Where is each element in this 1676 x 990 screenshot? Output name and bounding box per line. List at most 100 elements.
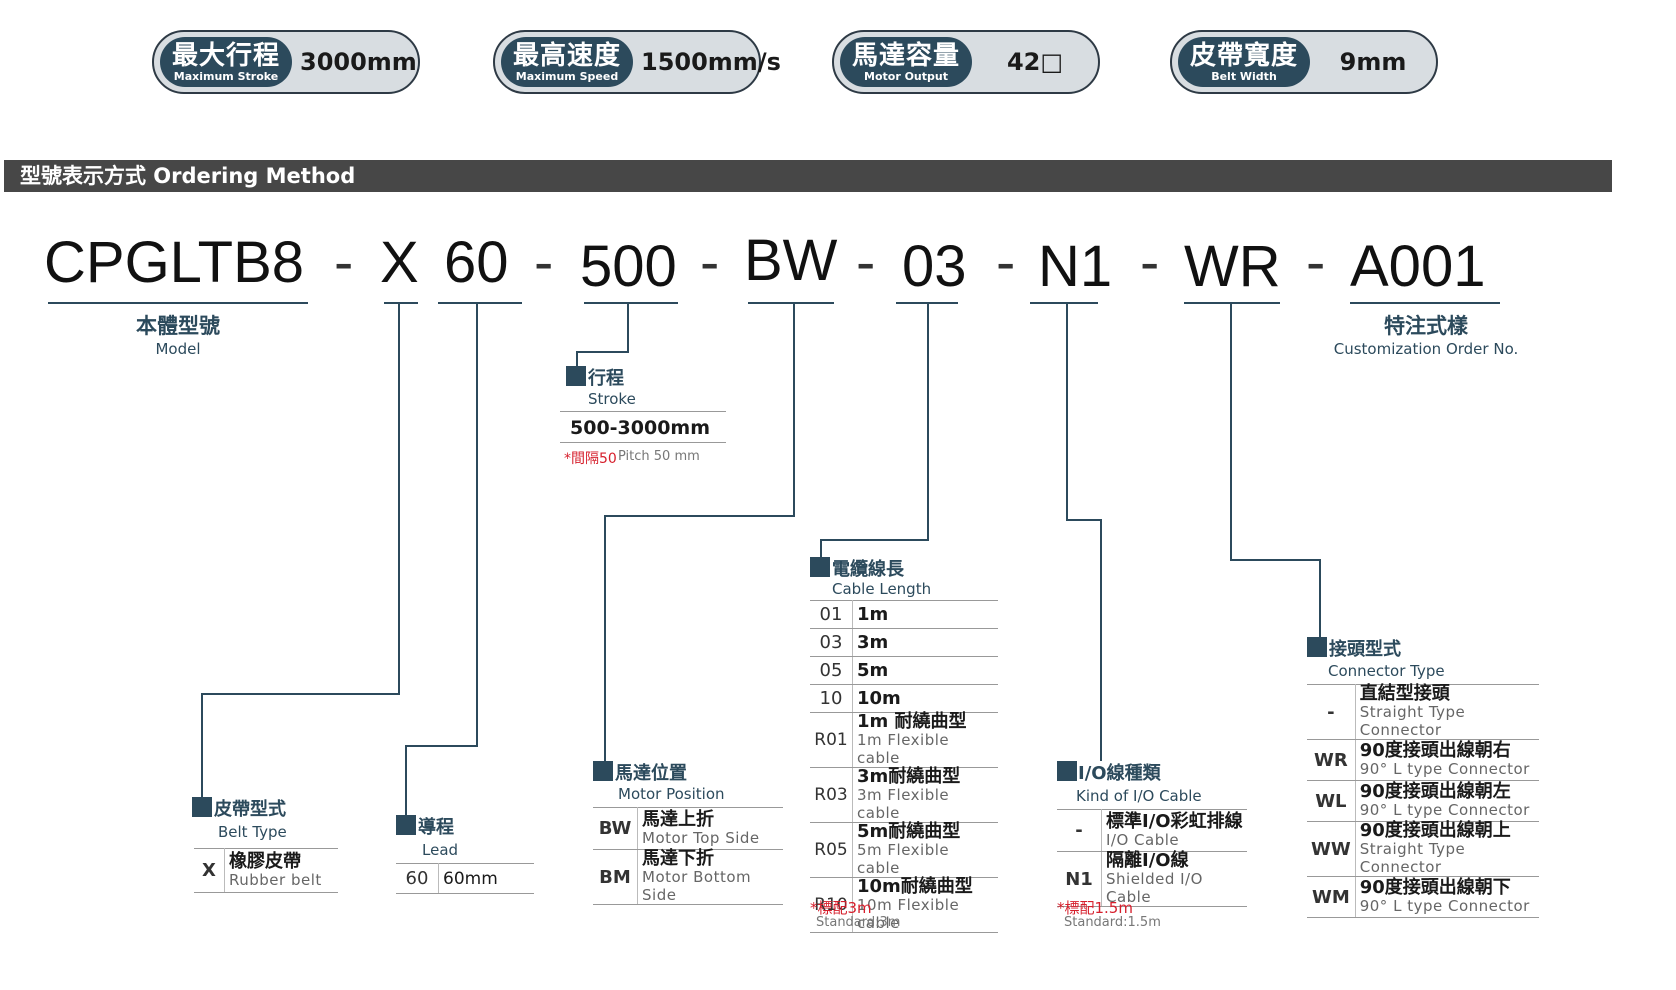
- belt-label-cn: 皮帶型式: [214, 799, 286, 820]
- cable-code: 03: [810, 628, 853, 657]
- code-separator: -: [334, 230, 354, 295]
- custom-label-en: Customization Order No.: [1333, 340, 1519, 358]
- io-marker: [1057, 761, 1077, 781]
- table-row: WL 90度接頭出線朝左 90° L type Connector: [1307, 780, 1539, 822]
- table-row: - 直結型接頭 Straight Type Connector: [1307, 683, 1539, 740]
- connector-desc: 直結型接頭 Straight Type Connector: [1355, 683, 1539, 740]
- cable-flex-en: 10m Flexible cable: [857, 896, 960, 932]
- cable-flex-desc: 10m耐繞曲型 10m Flexible cable: [852, 876, 998, 933]
- table-row: 01 1m: [810, 600, 998, 629]
- lead-value: 60mm: [438, 863, 534, 894]
- table-row: R05 5m耐繞曲型 5m Flexible cable: [810, 821, 998, 878]
- code-separator: -: [856, 230, 876, 295]
- cable-note-gray: Standard:3m: [816, 915, 901, 930]
- connector-line: [576, 351, 629, 353]
- connector-code: WL: [1307, 780, 1356, 822]
- spec-value: 1500mm/s: [641, 48, 781, 76]
- spec-label-en: Maximum Stroke: [173, 70, 279, 83]
- section-title-bar: 型號表示方式 Ordering Method: [4, 160, 1612, 192]
- belt-label-en: Belt Type: [218, 823, 287, 841]
- spec-pill-motor-output: 馬達容量 Motor Output 42□: [832, 30, 1100, 94]
- cable-label-en: Cable Length: [832, 580, 932, 598]
- cable-flex-desc: 1m 耐繞曲型 1m Flexible cable: [852, 712, 998, 768]
- code-separator: -: [996, 230, 1016, 295]
- connector-line: [604, 515, 606, 761]
- cable-flex-cn: 5m耐繞曲型: [857, 821, 961, 842]
- connector-desc-cn: 90度接頭出線朝左: [1359, 781, 1511, 802]
- connector-line: [793, 303, 795, 517]
- spec-label-cn: 皮帶寬度: [1189, 41, 1298, 71]
- connector-line: [201, 693, 400, 695]
- spec-value: 3000mm: [300, 48, 417, 76]
- connector-line: [405, 745, 407, 817]
- spec-badge: 皮帶寬度 Belt Width: [1178, 37, 1310, 87]
- connector-line: [1066, 303, 1068, 521]
- cable-flex-cn: 10m耐繞曲型: [857, 876, 973, 897]
- connector-line: [1230, 559, 1321, 561]
- spec-badge: 馬達容量 Motor Output: [840, 37, 972, 87]
- cable-code: 01: [810, 600, 853, 629]
- io-desc: 隔離I/O線 Shielded I/O Cable: [1101, 850, 1247, 907]
- io-label-en: Kind of I/O Cable: [1076, 787, 1202, 805]
- cable-length: 1m: [852, 600, 998, 629]
- cable-code: 10: [810, 684, 853, 713]
- spec-badge: 最高速度 Maximum Speed: [501, 37, 633, 87]
- connector-line: [576, 351, 578, 367]
- code-part-belt: X: [380, 230, 419, 295]
- cable-code: 05: [810, 656, 853, 685]
- motor-label-cn: 馬達位置: [615, 763, 687, 784]
- motor-desc-en: Motor Bottom Side: [642, 868, 752, 904]
- belt-table: X 橡膠皮帶 Rubber belt: [194, 848, 338, 893]
- lead-marker: [396, 815, 416, 835]
- spec-label-cn: 最大行程: [171, 41, 280, 71]
- spec-label-cn: 馬達容量: [851, 41, 960, 71]
- table-row: R03 3m耐繞曲型 3m Flexible cable: [810, 767, 998, 823]
- connector-code: -: [1307, 684, 1356, 740]
- model-label-en: Model: [155, 340, 201, 358]
- stroke-label-en: Stroke: [588, 390, 636, 408]
- connector-desc-cn: 直結型接頭: [1359, 683, 1450, 704]
- connector-desc-en: Straight Type Connector: [1359, 840, 1466, 876]
- spec-label-en: Belt Width: [1211, 70, 1277, 83]
- io-code: -: [1057, 809, 1102, 852]
- connector-line: [1066, 519, 1102, 521]
- stroke-note-gray: Pitch 50 mm: [618, 449, 700, 464]
- connector-desc-cn: 90度接頭出線朝下: [1359, 877, 1511, 898]
- stroke-value: 500-3000mm: [560, 411, 726, 443]
- stroke-label-cn: 行程: [588, 368, 624, 389]
- connector-line: [1100, 519, 1102, 761]
- belt-marker: [192, 797, 212, 817]
- cable-length: 5m: [852, 656, 998, 685]
- cable-length: 10m: [852, 684, 998, 713]
- spec-pill-max-speed: 最高速度 Maximum Speed 1500mm/s: [493, 30, 781, 94]
- motor-desc-cn: 馬達下折: [642, 848, 714, 869]
- cable-code: R05: [810, 822, 853, 878]
- table-row: X 橡膠皮帶 Rubber belt: [194, 848, 338, 893]
- cable-flex-en: 5m Flexible cable: [857, 841, 950, 877]
- connector-desc-en: Straight Type Connector: [1359, 703, 1466, 739]
- io-desc-cn: 標準I/O彩虹排線: [1106, 810, 1243, 832]
- table-row: WR 90度接頭出線朝右 90° L type Connector: [1307, 739, 1539, 781]
- io-desc-cn: 隔離I/O線: [1106, 850, 1189, 871]
- cable-flex-desc: 5m耐繞曲型 5m Flexible cable: [852, 821, 998, 878]
- spec-value: 9mm: [1339, 48, 1407, 76]
- io-note-gray: Standard:1.5m: [1064, 915, 1161, 930]
- model-label-cn: 本體型號: [136, 314, 220, 338]
- table-row: 05 5m: [810, 656, 998, 685]
- table-row: R10 10m耐繞曲型 10m Flexible cable: [810, 876, 998, 933]
- spec-pill-belt-width: 皮帶寬度 Belt Width 9mm: [1170, 30, 1438, 94]
- code-part-connector: WR: [1184, 234, 1281, 299]
- table-row: WW 90度接頭出線朝上 Straight Type Connector: [1307, 821, 1539, 877]
- connector-line: [604, 515, 795, 517]
- cable-label-cn: 電纜線長: [832, 559, 904, 580]
- lead-label-en: Lead: [422, 841, 459, 859]
- code-separator: -: [1140, 230, 1160, 295]
- connector-desc-en: 90° L type Connector: [1359, 897, 1530, 915]
- table-row: WM 90度接頭出線朝下 90° L type Connector: [1307, 876, 1539, 918]
- connector-desc: 90度接頭出線朝右 90° L type Connector: [1355, 739, 1539, 781]
- underline-motor: [748, 302, 834, 304]
- cable-flex-desc: 3m耐繞曲型 3m Flexible cable: [852, 767, 998, 823]
- belt-desc: 橡膠皮帶 Rubber belt: [224, 848, 338, 893]
- cable-note-red: *標配3m: [810, 899, 872, 917]
- underline-lead: [438, 302, 522, 304]
